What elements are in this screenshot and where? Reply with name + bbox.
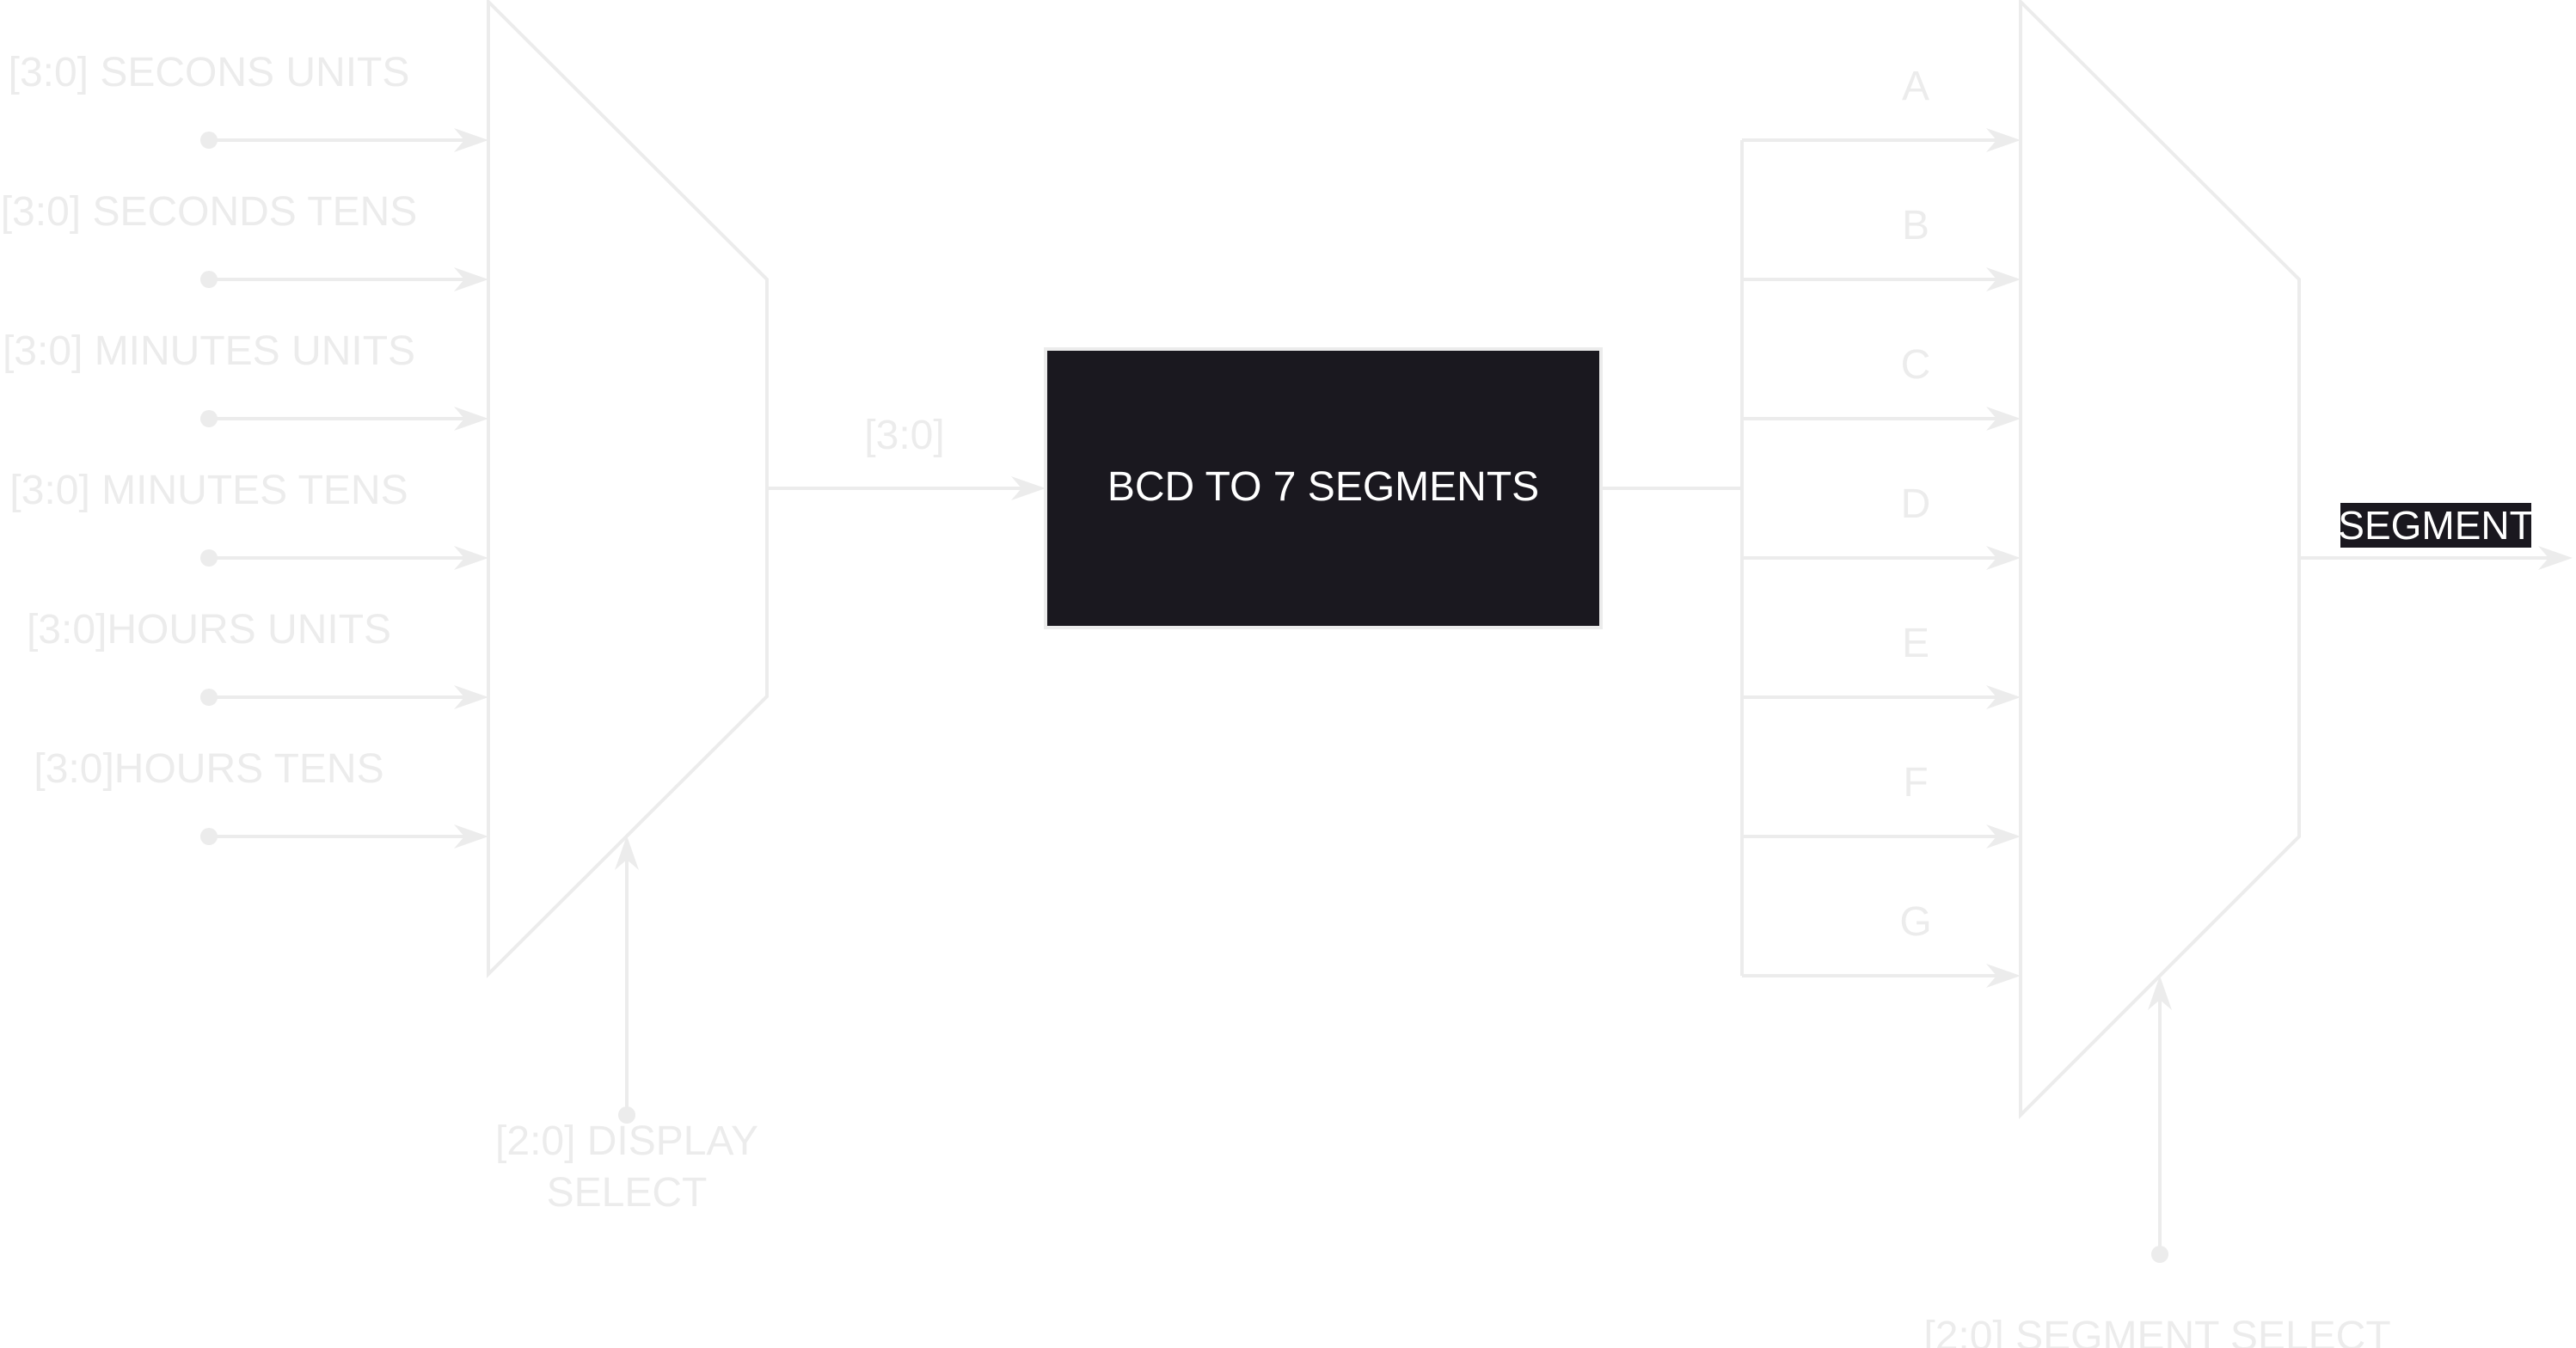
- output-label: SEGMENT: [2338, 503, 2533, 548]
- display-mux-input-label: [3:0] MINUTES TENS: [9, 468, 408, 513]
- segment-select: [2:0] SEGMENT SELECT: [1923, 976, 2391, 1348]
- select-arrow: [615, 836, 639, 870]
- display-select-label-line1: [2:0] DISPLAY: [495, 1118, 758, 1164]
- segment-input-arrow: [1986, 824, 2021, 849]
- decoder-label: BCD TO 7 SEGMENTS: [1107, 464, 1539, 510]
- output-arrow: [2538, 546, 2573, 570]
- input-arrow: [454, 128, 488, 152]
- segment-input-label: E: [1902, 621, 1929, 666]
- display-mux-input-4: [3:0]HOURS UNITS: [27, 607, 488, 709]
- segment-input-arrow: [1986, 964, 2021, 988]
- input-arrow: [454, 267, 488, 291]
- segment-select-label: [2:0] SEGMENT SELECT: [1923, 1314, 2390, 1348]
- display-mux-input-2: [3:0] MINUTES UNITS: [3, 328, 488, 431]
- display-mux-input-5: [3:0]HOURS TENS: [34, 746, 488, 849]
- display-mux-input-label: [3:0] SECONS UNITS: [9, 50, 410, 95]
- display-mux-input-3: [3:0] MINUTES TENS: [9, 468, 488, 570]
- segment-input-label: G: [1899, 899, 1931, 945]
- bus-to-decoder: [3:0]: [767, 413, 1046, 500]
- segment-input-arrow: [1986, 267, 2021, 291]
- segment-input-label: C: [1901, 342, 1931, 388]
- display-mux-input-label: [3:0]HOURS UNITS: [27, 607, 391, 653]
- display-mux-input-0: [3:0] SECONS UNITS: [9, 50, 488, 152]
- segment-mux-input-5: F: [1742, 760, 2021, 849]
- segment-input-label: D: [1901, 481, 1931, 527]
- display-select-label-line2: SELECT: [547, 1170, 708, 1216]
- bus-arrow: [1011, 476, 1046, 500]
- input-arrow: [454, 546, 488, 570]
- segment-input-arrow: [1986, 407, 2021, 431]
- segment-mux-input-6: G: [1742, 899, 2021, 988]
- output-label-bg: [2340, 503, 2531, 548]
- segment-input-label: F: [1903, 760, 1928, 806]
- decoder-rect: [1044, 347, 1603, 629]
- decoder-block: BCD TO 7 SEGMENTS: [1044, 347, 1603, 629]
- display-select: [2:0] DISPLAY SELECT: [495, 836, 758, 1216]
- segment-mux-input-2: C: [1742, 342, 2021, 431]
- segment-mux-input-3: D: [1742, 481, 2021, 570]
- segment-output: SEGMENT: [2299, 503, 2573, 570]
- segment-input-arrow: [1986, 128, 2021, 152]
- display-mux-input-label: [3:0]HOURS TENS: [34, 746, 383, 792]
- segment-mux-input-4: E: [1742, 621, 2021, 709]
- bus-label: [3:0]: [864, 413, 944, 458]
- segment-mux-input-0: A: [1742, 64, 2021, 152]
- input-arrow: [454, 685, 488, 709]
- segment-mux-shape: [2019, 0, 2301, 1119]
- segment-input-arrow: [1986, 546, 2021, 570]
- segment-input-label: B: [1902, 203, 1929, 248]
- display-mux-input-label: [3:0] SECONDS TENS: [1, 189, 418, 235]
- input-arrow: [454, 824, 488, 849]
- select-arrow: [2148, 976, 2172, 1010]
- display-mux-input-label: [3:0] MINUTES UNITS: [3, 328, 415, 374]
- segment-mux-input-1: B: [1742, 203, 2021, 291]
- segment-input-label: A: [1902, 64, 1929, 109]
- display-mux-shape: [487, 0, 769, 978]
- segment-input-arrow: [1986, 685, 2021, 709]
- display-mux-input-1: [3:0] SECONDS TENS: [1, 189, 488, 291]
- input-arrow: [454, 407, 488, 431]
